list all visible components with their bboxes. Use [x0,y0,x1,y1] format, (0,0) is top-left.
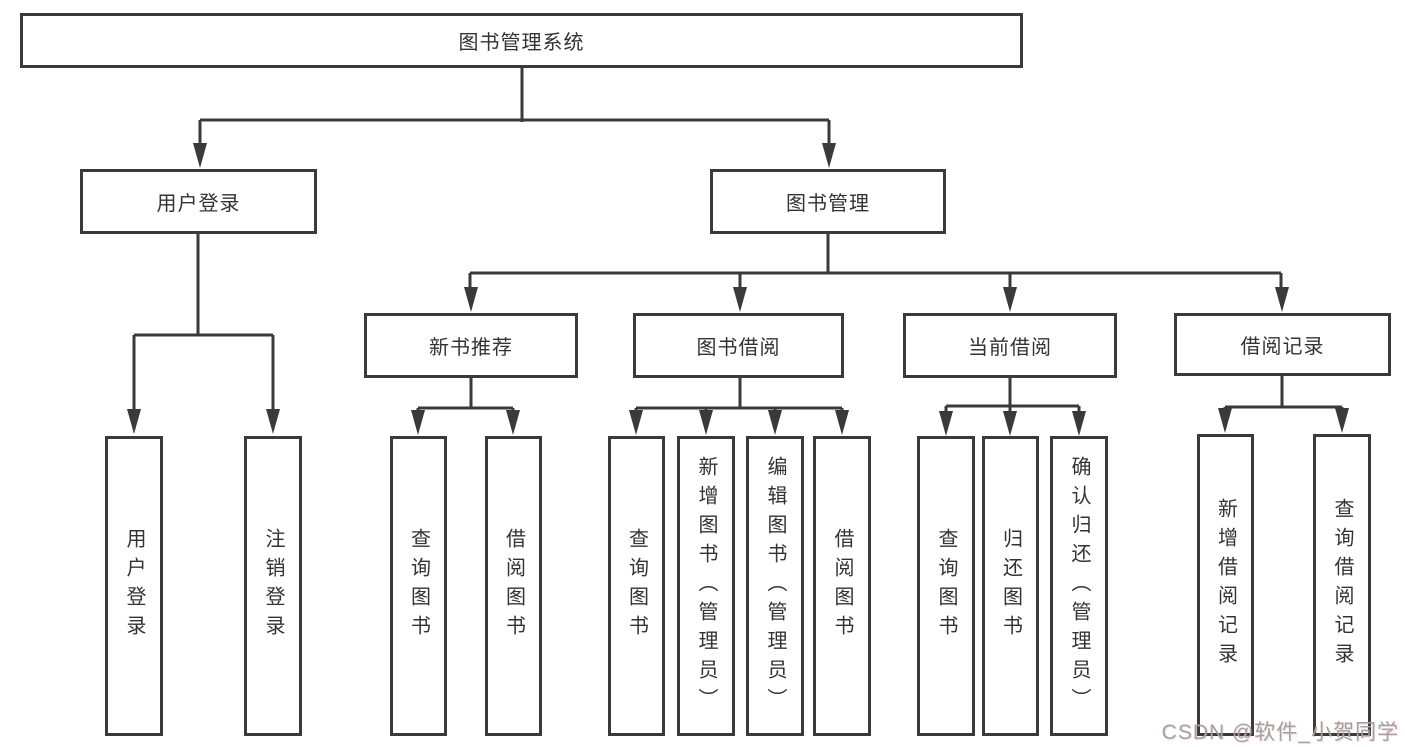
leaf-logout: 注销登录 [244,436,302,736]
leaf-return-books: 归还图书 [982,436,1039,736]
leaf-user-login: 用户登录 [105,436,163,736]
node-library-management-system: 图书管理系统 [20,13,1023,68]
leaf-add-books-admin: 新增图书（管理员） [677,436,735,736]
leaf-borrow-books-recommend: 借阅图书 [485,436,542,736]
leaf-query-borrow-record: 查询借阅记录 [1313,434,1371,736]
node-book-borrowing: 图书借阅 [633,313,844,378]
leaf-edit-books-admin: 编辑图书（管理员） [746,436,804,736]
leaf-confirm-return-admin: 确认归还（管理员） [1050,436,1108,736]
csdn-watermark: CSDN @软件_小贺同学 [1161,721,1399,744]
leaf-query-books-current: 查询图书 [917,436,975,736]
leaf-add-borrow-record: 新增借阅记录 [1197,434,1254,736]
leaf-query-books-borrowing: 查询图书 [608,436,665,736]
node-user-login: 用户登录 [80,169,317,234]
node-borrowing-records: 借阅记录 [1174,313,1391,376]
node-current-borrowing: 当前借阅 [903,313,1117,378]
node-new-book-recommendation: 新书推荐 [364,313,578,378]
node-book-management: 图书管理 [710,169,946,234]
leaf-borrow-books: 借阅图书 [813,436,871,736]
leaf-query-books-recommend: 查询图书 [390,436,447,736]
